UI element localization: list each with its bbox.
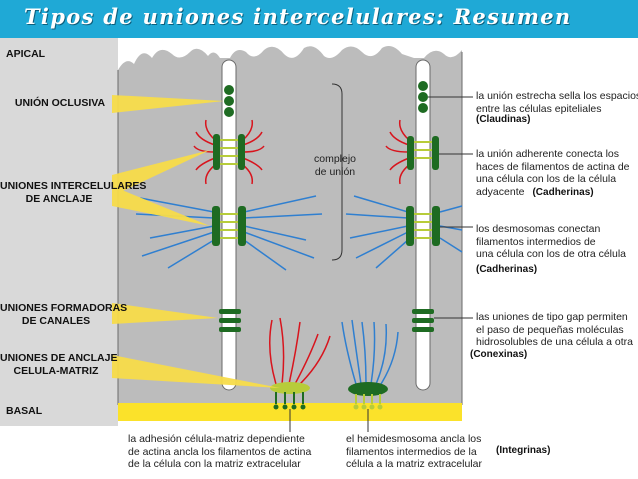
adherens-junction-right — [407, 136, 439, 170]
label-apical: APICAL — [6, 48, 46, 60]
left-label-panel — [0, 38, 118, 426]
hemidesmosome — [348, 382, 388, 410]
focal-adhesion — [270, 382, 310, 410]
desmosome-filaments-right — [345, 195, 463, 269]
tight-junction-left — [224, 85, 234, 117]
epithelial-cells — [118, 46, 462, 405]
label-uniones-canales: UNIONES FORMADORAS DE CANALES — [0, 302, 128, 327]
gap-junction-right — [412, 309, 434, 332]
desc-desmosoma: los desmosomas conectan filamentos inter… — [476, 223, 627, 260]
bottom-pointers — [289, 409, 369, 432]
label-complejo-de-union: complejo de unión — [313, 153, 357, 178]
protein-claudinas: (Claudinas) — [476, 114, 531, 125]
page-title: Tipos de uniones intercelulares: Resumen — [24, 4, 572, 29]
hemidesmosome-filaments — [341, 319, 399, 385]
label-union-oclusiva: UNIÓN OCLUSIVA — [14, 97, 106, 109]
label-basal: BASAL — [6, 405, 43, 417]
label-anclaje-matriz: UNIONES DE ANCLAJE CELULA-MATRIZ — [0, 352, 118, 377]
tight-junction-right — [418, 81, 428, 113]
focal-adhesion-actin — [269, 317, 331, 385]
label-uniones-anclaje: UNIONES INTERCELULARES DE ANCLAJE — [0, 180, 147, 205]
title-bar: Tipos de uniones intercelulares: Resumen — [0, 0, 638, 38]
desmosome-right — [406, 206, 440, 246]
desc-hemidesmosoma: el hemidesmosoma ancla los filamentos in… — [346, 433, 482, 470]
protein-cadherinas-1: (Cadherinas) — [532, 186, 594, 198]
desc-adhesion-matriz: la adhesión célula-matriz dependiente de… — [128, 433, 312, 470]
left-pointers — [112, 95, 280, 388]
adherens-junction-left — [213, 134, 245, 170]
complex-bracket — [331, 83, 343, 261]
protein-integrinas: (Integrinas) — [496, 445, 551, 456]
desmosome-left — [212, 206, 246, 246]
protein-cadherinas-2: (Cadherinas) — [476, 264, 538, 275]
protein-conexinas: (Conexinas) — [470, 349, 528, 360]
desc-adherente: la unión adherente conecta los haces de … — [476, 148, 630, 198]
membrane-gap-left — [221, 59, 237, 391]
gap-junction-left — [219, 309, 241, 332]
desc-gap: las uniones de tipo gap permiten el paso… — [476, 311, 634, 348]
right-pointers — [428, 96, 473, 319]
desc-oclusiva: la unión estrecha sella los espacios ent… — [476, 90, 638, 115]
